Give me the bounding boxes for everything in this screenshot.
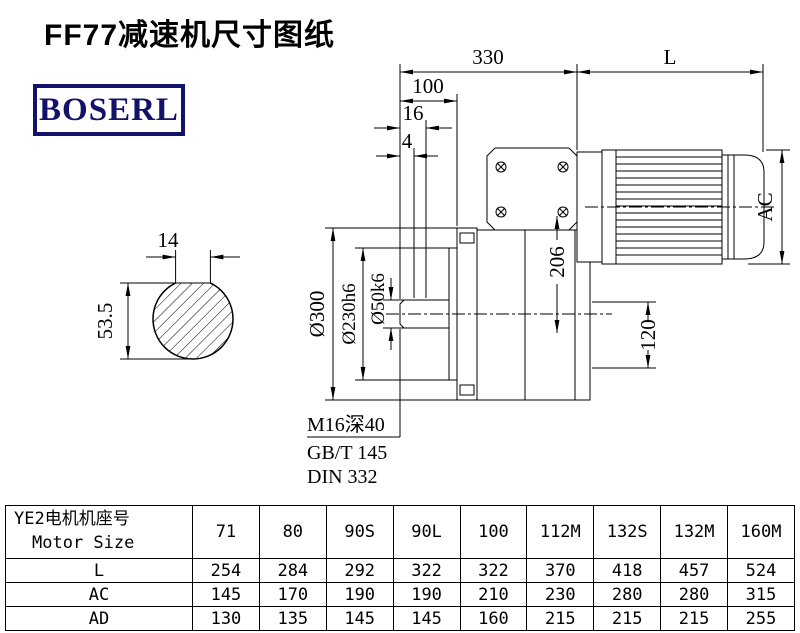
bolt-hole-icon [495, 206, 507, 218]
table-row-AD: AD 130 135 145 145 160 215 215 215 255 [5, 606, 795, 631]
dimension-labels: 330 L 100 16 4 AC 206 120 Ø300 Ø230h6 Ø5… [93, 45, 777, 488]
value-cell: 135 [258, 606, 327, 631]
motor-size-cell: 71 [192, 505, 260, 559]
dim-key-width-label: 14 [158, 228, 180, 252]
table-row-AC: AC 145 170 190 190 210 230 280 280 315 [5, 582, 795, 607]
value-cell: 322 [459, 558, 528, 583]
value-cell: 190 [325, 582, 394, 607]
shaft-cross-section-view [120, 250, 240, 360]
gearbox-upper-housing [486, 147, 578, 231]
value-cell: 370 [526, 558, 595, 583]
value-cell: 457 [660, 558, 728, 583]
motor-size-cell: 80 [258, 505, 327, 559]
gb-standard-note: GB/T 145 [307, 442, 387, 464]
motor-size-cell: 160M [727, 505, 795, 559]
dimension-annotations [307, 64, 790, 438]
value-cell: 292 [325, 558, 394, 583]
reducer-side-view [386, 147, 775, 401]
dim-flange-od-label: Ø300 [305, 291, 329, 338]
value-cell: 145 [192, 582, 260, 607]
motor-size-cell: 90S [325, 505, 394, 559]
boserl-logo-text: BOSERL [39, 91, 179, 128]
table-header-row: YE2电机机座号 Motor Size 71 80 90S 90L 100 11… [5, 505, 795, 559]
dim-16-label: 16 [403, 101, 424, 125]
value-cell: 280 [593, 582, 662, 607]
motor-size-cell: 132S [593, 505, 662, 559]
value-cell: 322 [392, 558, 461, 583]
value-cell: 418 [593, 558, 662, 583]
header-label-cn: YE2电机机座号 [14, 509, 130, 530]
shaft-section-circle [152, 278, 234, 360]
value-cell: 160 [459, 606, 528, 631]
row-label-cell: AD [5, 606, 193, 631]
gearbox-housing [476, 229, 591, 401]
dim-AC-label: AC [753, 192, 777, 221]
motor-size-cell: 90L [392, 505, 461, 559]
value-cell: 190 [392, 582, 461, 607]
value-cell: 315 [727, 582, 795, 607]
dim-shaft-label: Ø50k6 [368, 273, 389, 325]
value-cell: 524 [727, 558, 795, 583]
dim-L-label: L [664, 45, 677, 69]
value-cell: 145 [325, 606, 394, 631]
motor-dimension-table: YE2电机机座号 Motor Size 71 80 90S 90L 100 11… [5, 505, 795, 631]
motor-size-cell: 112M [526, 505, 595, 559]
dim-100-label: 100 [412, 74, 444, 98]
dim-330-label: 330 [472, 45, 504, 69]
value-cell: 210 [459, 582, 528, 607]
dim-key-height-label: 53.5 [93, 303, 117, 340]
dim-206-label: 206 [545, 246, 569, 278]
value-cell: 280 [660, 582, 728, 607]
page-title: FF77减速机尺寸图纸 [44, 19, 336, 52]
value-cell: 254 [192, 558, 260, 583]
row-label-cell: L [5, 558, 193, 583]
value-cell: 215 [593, 606, 662, 631]
boserl-logo: BOSERL [33, 84, 185, 136]
bolt-hole-icon [557, 206, 569, 218]
value-cell: 145 [392, 606, 461, 631]
header-label-en: Motor Size [32, 533, 135, 553]
value-cell: 130 [192, 606, 260, 631]
din-standard-note: DIN 332 [307, 466, 378, 488]
motor-size-label-cell: YE2电机机座号 Motor Size [5, 505, 193, 559]
dim-4-label: 4 [402, 129, 413, 153]
motor-size-cell: 132M [660, 505, 728, 559]
dim-120-label: 120 [636, 319, 660, 351]
motor-size-cell: 100 [459, 505, 528, 559]
bolt-hole-icon [557, 161, 569, 173]
value-cell: 255 [727, 606, 795, 631]
value-cell: 215 [526, 606, 595, 631]
value-cell: 284 [258, 558, 327, 583]
motor-fins [616, 156, 722, 256]
row-label-cell: AC [5, 582, 193, 607]
value-cell: 215 [660, 606, 728, 631]
value-cell: 170 [258, 582, 327, 607]
dim-spigot-label: Ø230h6 [339, 283, 360, 344]
value-cell: 230 [526, 582, 595, 607]
center-hole-note: M16深40 [307, 413, 385, 436]
table-row-L: L 254 284 292 322 322 370 418 457 524 [5, 558, 795, 583]
flange-bolt-slot [459, 384, 475, 396]
flange-bolt-slot [459, 232, 475, 244]
bolt-hole-icon [495, 161, 507, 173]
